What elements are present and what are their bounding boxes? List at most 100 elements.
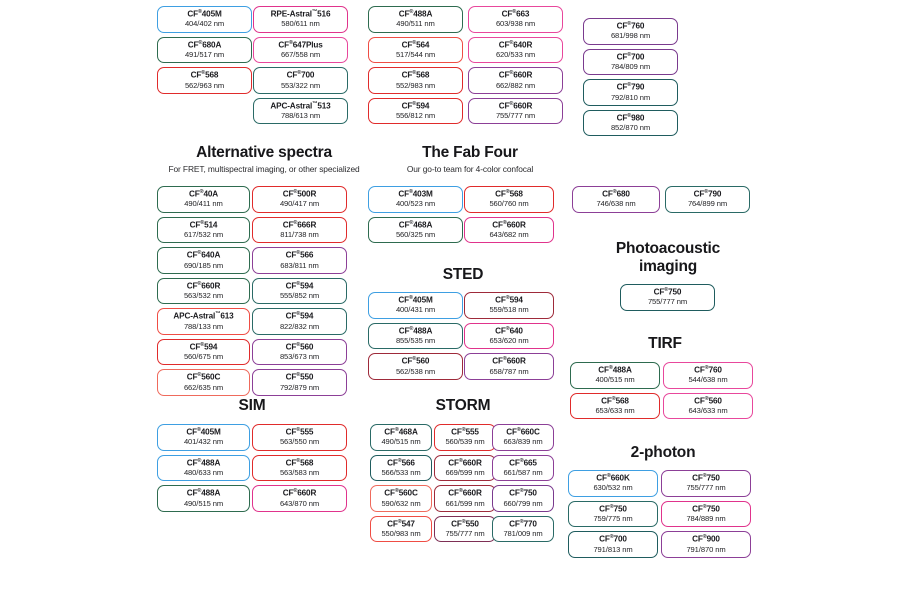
trademark-mark: ® bbox=[627, 112, 632, 119]
dye-wavelengths: 791/813 nm bbox=[593, 544, 633, 554]
dye-wavelengths: 791/870 nm bbox=[686, 544, 726, 554]
section-title-sim: SIM bbox=[238, 397, 266, 414]
dye-wavelengths: 559/518 nm bbox=[489, 305, 529, 315]
trademark-mark: ® bbox=[627, 21, 632, 27]
dye-wavelengths: 401/432 nm bbox=[183, 437, 224, 447]
dye-wavelengths: 630/532 nm bbox=[593, 483, 633, 493]
trademark-mark: ® bbox=[704, 189, 709, 195]
dye-wavelengths: 563/583 nm bbox=[279, 467, 320, 477]
trademark-mark: ® bbox=[296, 372, 301, 379]
dye-wavelengths: 643/870 nm bbox=[279, 498, 320, 508]
dye-wavelengths: 490/515 nm bbox=[183, 498, 224, 508]
dye-name: CF®680A bbox=[187, 39, 222, 50]
trademark-mark: ® bbox=[408, 189, 413, 195]
section-header-storm: STORM bbox=[368, 397, 558, 415]
trademark-mark: ® bbox=[409, 219, 414, 226]
dye-wavelengths: 784/809 nm bbox=[610, 61, 651, 71]
dye-name: CF®564 bbox=[401, 39, 430, 50]
dye-wavelengths: 490/511 nm bbox=[396, 19, 435, 29]
dye-name: CF®660K bbox=[596, 473, 630, 483]
trademark-mark: ® bbox=[702, 503, 707, 510]
dye-name: CF®660R bbox=[186, 280, 221, 291]
